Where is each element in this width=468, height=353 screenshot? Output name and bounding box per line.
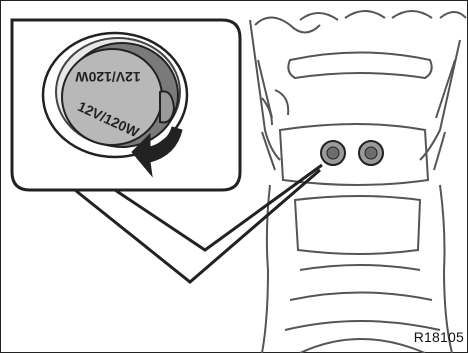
- reference-code: R18105: [414, 329, 464, 345]
- console-line-art: [250, 11, 466, 353]
- cap-text-top: 12V/120W: [75, 69, 141, 85]
- power-outlet-socket-icon: [321, 141, 383, 165]
